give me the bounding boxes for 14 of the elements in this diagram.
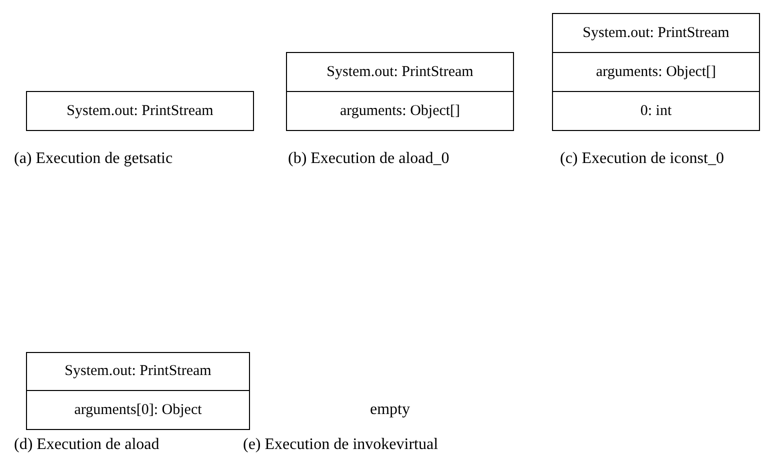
stack-cell: arguments: Object[] [286, 91, 514, 131]
stack-caption: (a) Execution de getsatic [14, 150, 173, 168]
stack-caption: (c) Execution de iconst_0 [560, 150, 724, 168]
stack-cell: arguments: Object[] [552, 52, 760, 92]
stack-cell: 0: int [552, 91, 760, 131]
stack-cell: System.out: PrintStream [26, 352, 250, 391]
stack-caption: (e) Execution de invokevirtual [243, 436, 438, 454]
stack-cell: arguments[0]: Object [26, 390, 250, 430]
empty-stack-text: empty [370, 401, 410, 419]
stack-cell: System.out: PrintStream [552, 13, 760, 53]
stack-caption: (d) Execution de aload [14, 436, 160, 454]
stack-caption: (b) Execution de aload_0 [288, 150, 450, 168]
stack-cell: System.out: PrintStream [286, 52, 514, 92]
stack-cell: System.out: PrintStream [26, 91, 254, 131]
